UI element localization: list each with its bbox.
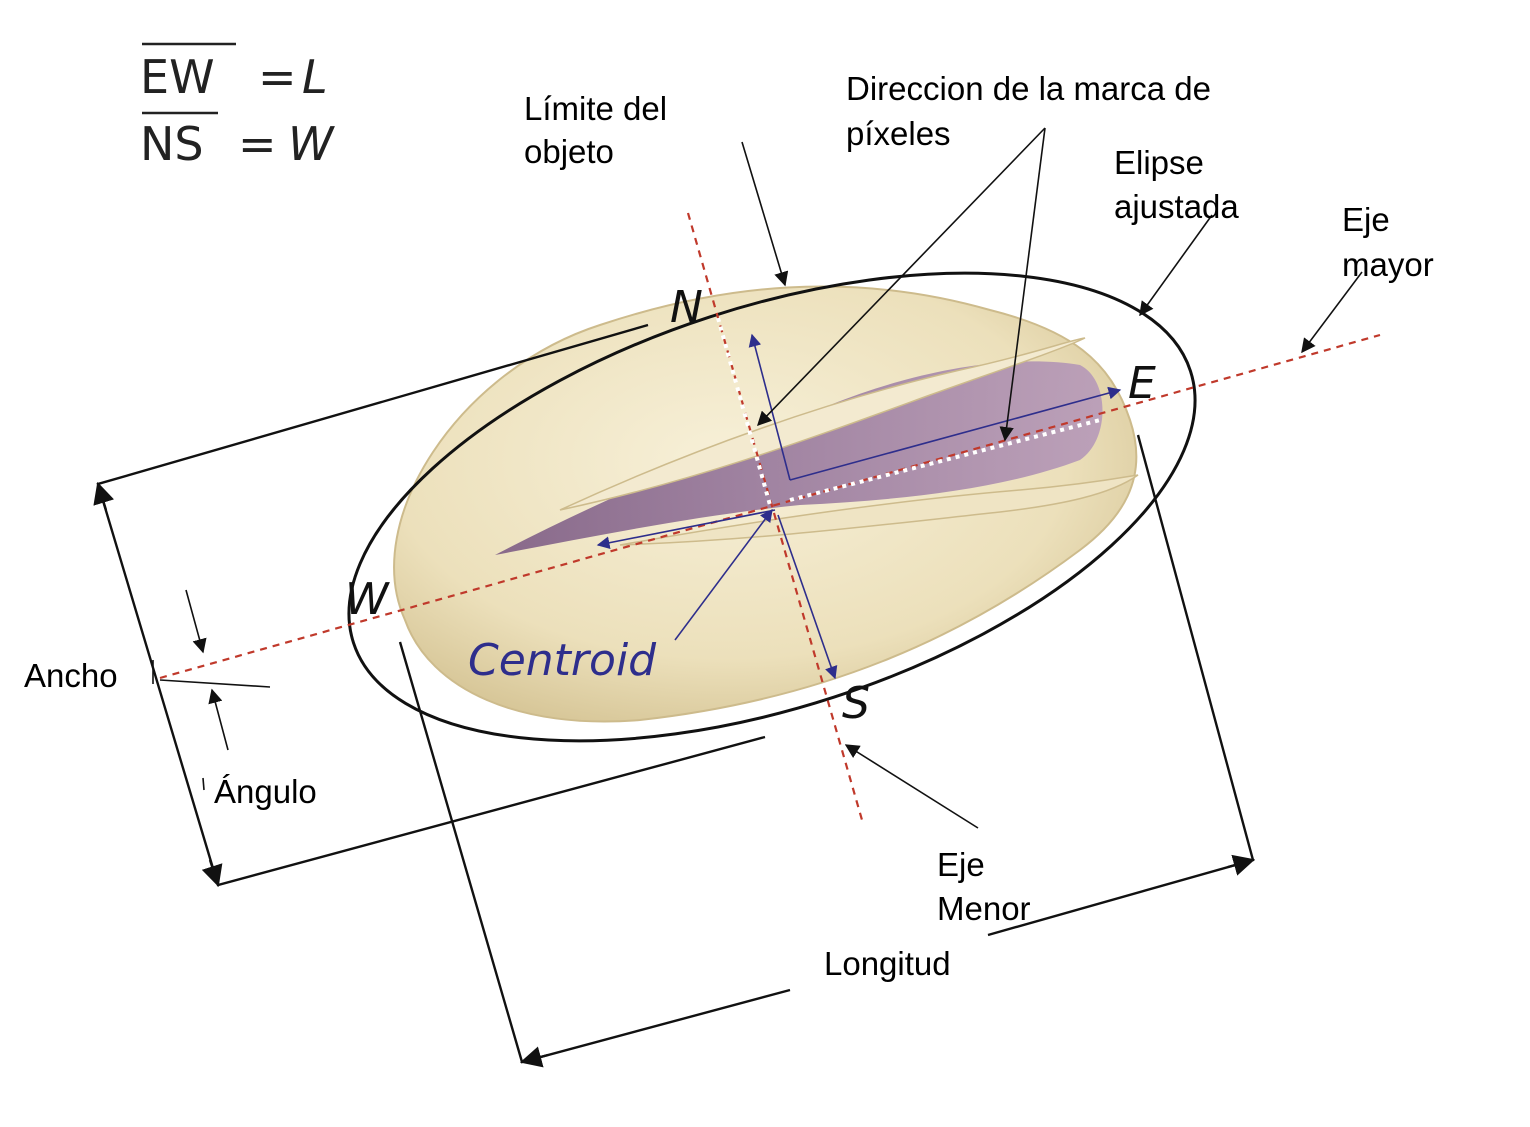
object-boundary-leader (741, 141, 789, 287)
fitted-ellipse-leader (1139, 214, 1213, 317)
object-boundary-label-line2: objeto (524, 133, 614, 170)
fitted-ellipse (347, 271, 1197, 743)
formula-line2-lhs: NS (140, 117, 204, 171)
angle-indicator (152, 589, 271, 791)
blue-arrow-north (748, 333, 791, 481)
formula-line1-equals: = (258, 50, 297, 104)
major-axis-leader (1301, 271, 1363, 354)
width-dimension (93, 323, 766, 888)
pixel-direction-label-line1: Direccion de la marca de (846, 70, 1211, 107)
minor-axis-leader (844, 744, 979, 829)
formula-line1-lhs: EW (140, 50, 215, 104)
blue-arrow-east (789, 386, 1122, 481)
minor-axis-label-line1: Eje (937, 846, 985, 883)
pole-south: S (842, 678, 870, 729)
blue-arrow-south (777, 514, 838, 680)
length-dimension (398, 434, 1256, 1068)
minor-axis-line (686, 212, 864, 821)
major-axis-label-line2: mayor (1342, 246, 1434, 283)
length-label: Longitud (824, 945, 951, 982)
angle-label: Ángulo (214, 773, 317, 810)
blue-arrow-west (596, 509, 776, 550)
centroid-label: Centroid (468, 635, 657, 686)
width-label: Ancho (24, 657, 118, 694)
object-boundary-label-line1: Límite del (524, 90, 667, 127)
formula-line2-equals: = (238, 117, 277, 171)
pixel-direction-leader-1 (756, 127, 1046, 427)
pistachio-image (393, 285, 1139, 723)
pistachio-shell-upper-lip (559, 337, 1086, 511)
pole-west: W (345, 574, 390, 625)
pixel-direction-label-line2: píxeles (846, 115, 951, 152)
formula-line1-rhs: L (302, 50, 328, 104)
minor-axis-label-line2: Menor (937, 890, 1031, 927)
pole-north: N (670, 282, 703, 333)
pole-east: E (1128, 358, 1156, 409)
pistachio-kernel (495, 361, 1103, 555)
pistachio-shell-lower-lip (619, 474, 1139, 546)
major-axis-label-line1: Eje (1342, 201, 1390, 238)
pixel-direction-leader-2 (999, 127, 1046, 442)
fitted-ellipse-label-line2: ajustada (1114, 188, 1239, 225)
fitted-ellipse-label-line1: Elipse (1114, 144, 1204, 181)
formula-block: EW = L NS = W (140, 42, 335, 171)
formula-line2-rhs: W (288, 117, 335, 171)
centroid-pointer (674, 508, 773, 641)
major-axis-line (159, 333, 1381, 680)
